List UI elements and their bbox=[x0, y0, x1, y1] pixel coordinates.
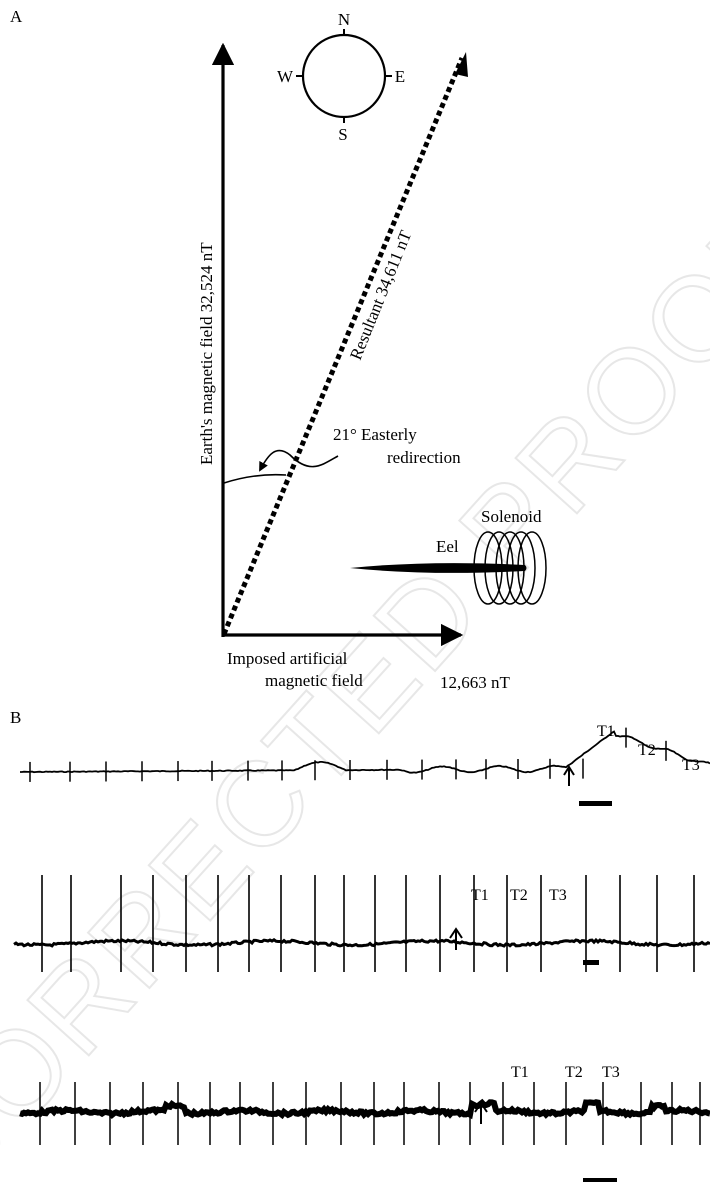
compass-e: E bbox=[395, 67, 405, 86]
scale-bar-3 bbox=[583, 1178, 617, 1182]
trace-3-t1: T1 bbox=[511, 1064, 529, 1081]
redirection-pointer bbox=[259, 449, 339, 472]
panel-b: B T1 T2 T3 T1 T2 T3 T1 T2 bbox=[10, 708, 710, 1182]
imposed-value-label: 12,663 nT bbox=[440, 673, 511, 692]
eel bbox=[350, 563, 527, 573]
scale-bar-1 bbox=[579, 801, 612, 806]
angle-arc bbox=[223, 473, 287, 484]
resultant-arrowhead bbox=[455, 52, 468, 77]
trace-3: T1 T2 T3 bbox=[19, 1064, 710, 1182]
trace-1-ticks bbox=[29, 727, 667, 782]
trace-1-t1: T1 bbox=[597, 723, 615, 740]
trace-3-line bbox=[19, 1098, 710, 1120]
compass-n: N bbox=[338, 10, 350, 29]
stimulus-arrow-3 bbox=[474, 1101, 488, 1124]
trace-1-t2: T2 bbox=[638, 742, 656, 759]
panel-b-label: B bbox=[10, 708, 21, 727]
trace-2-t2: T2 bbox=[510, 887, 528, 904]
eel-label: Eel bbox=[436, 537, 459, 556]
trace-3-t3: T3 bbox=[602, 1064, 620, 1081]
panel-a: A N S W E Earth's magnetic field 32,524 … bbox=[10, 7, 547, 692]
imposed-label-line1: Imposed artificial bbox=[227, 649, 348, 668]
compass-circle bbox=[301, 33, 387, 119]
resultant-label: Resultant 34,611 nT bbox=[346, 227, 415, 362]
trace-2-t3: T3 bbox=[549, 887, 567, 904]
redirection-line1: 21° Easterly bbox=[333, 425, 417, 444]
trace-1-line bbox=[20, 730, 710, 774]
trace-1: T1 T2 T3 bbox=[20, 723, 710, 806]
trace-2-ticks bbox=[41, 875, 695, 972]
trace-2: T1 T2 T3 bbox=[13, 875, 710, 972]
redirection-line2: redirection bbox=[387, 448, 461, 467]
imposed-label-line2: magnetic field bbox=[265, 671, 363, 690]
resultant-arrow bbox=[221, 57, 465, 635]
earth-field-label: Earth's magnetic field 32,524 nT bbox=[197, 242, 216, 465]
trace-3-t2: T2 bbox=[565, 1064, 583, 1081]
trace-2-t1: T1 bbox=[471, 887, 489, 904]
trace-3-ticks bbox=[39, 1082, 701, 1145]
stimulus-arrow-2 bbox=[449, 927, 463, 950]
compass-w: W bbox=[277, 67, 294, 86]
compass-s: S bbox=[338, 125, 347, 144]
stimulus-arrow-1 bbox=[563, 765, 575, 786]
scale-bar-2 bbox=[583, 960, 599, 965]
compass: N S W E bbox=[277, 10, 405, 144]
solenoid-label: Solenoid bbox=[481, 507, 542, 526]
panel-a-label: A bbox=[10, 7, 23, 26]
trace-1-t3: T3 bbox=[682, 757, 700, 774]
trace-2-line bbox=[13, 937, 710, 948]
